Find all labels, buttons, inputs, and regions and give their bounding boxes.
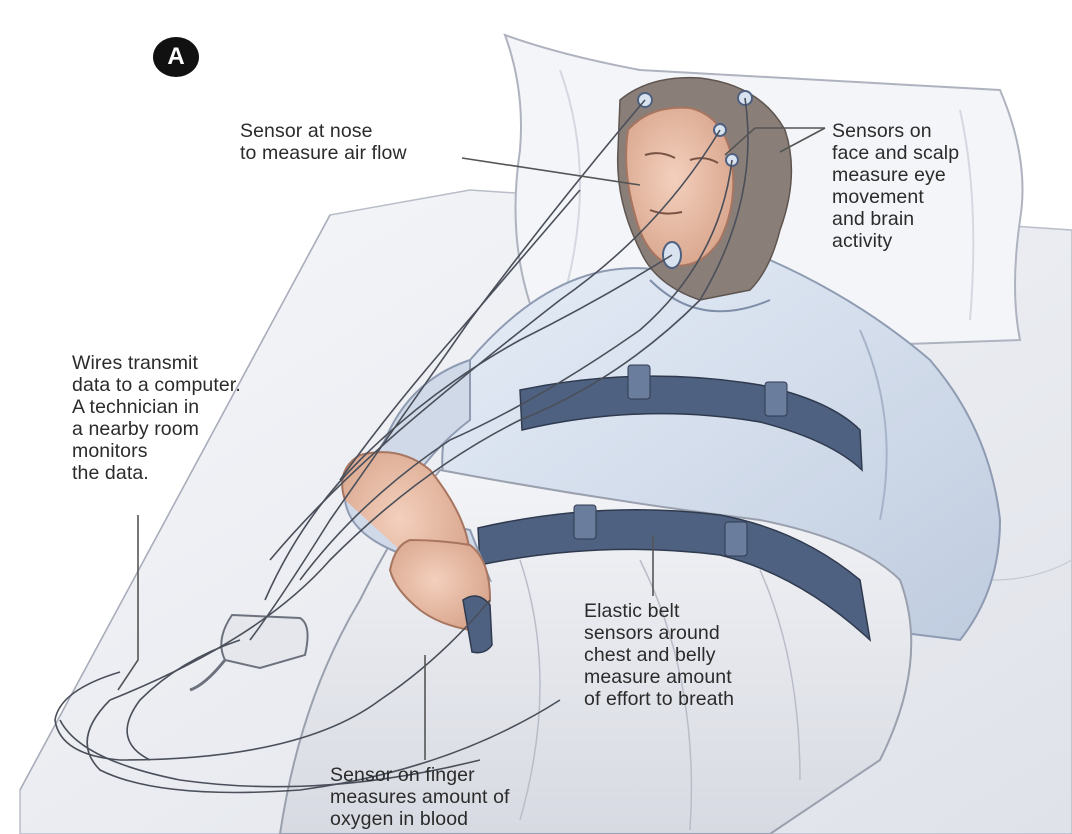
label-nose-sensor: Sensor at nose to measure air flow [240, 120, 407, 164]
label-finger-sensor: Sensor on finger measures amount of oxyg… [330, 764, 510, 830]
label-elastic-belt: Elastic belt sensors around chest and be… [584, 600, 734, 710]
label-wires: Wires transmit data to a computer. A tec… [72, 352, 241, 484]
panel-badge: A [153, 37, 199, 77]
label-face-sensors: Sensors on face and scalp measure eye mo… [832, 120, 959, 252]
